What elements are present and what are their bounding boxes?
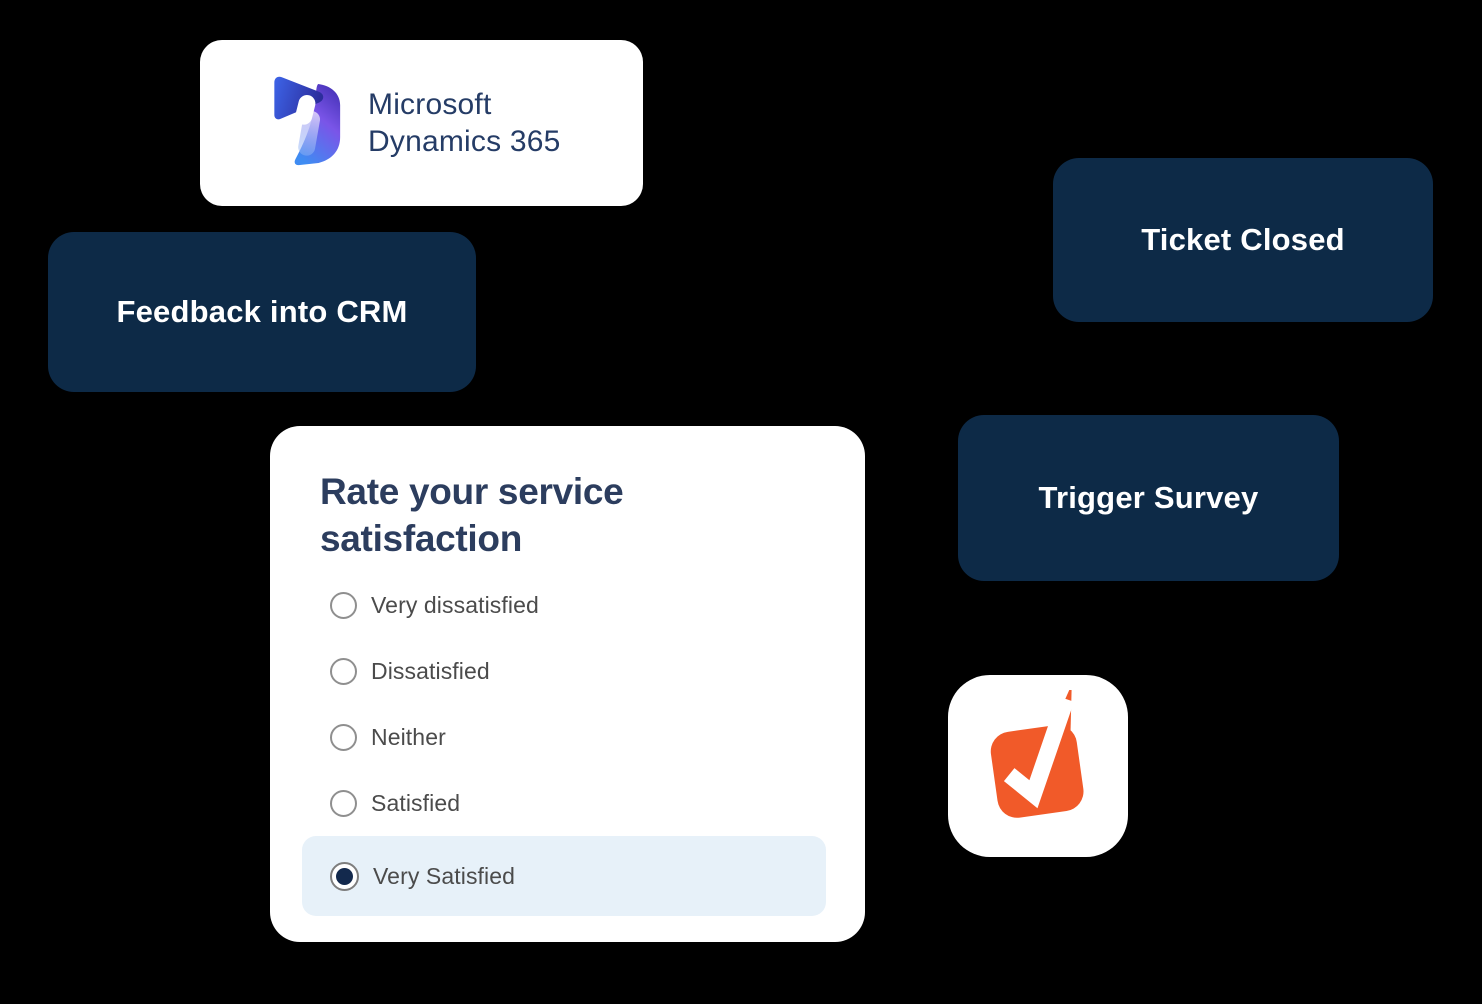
radio-button-icon[interactable] <box>330 657 357 685</box>
survey-tool-brand-card <box>948 675 1128 857</box>
dynamics-wordmark-line1: Microsoft <box>368 88 492 121</box>
check-square-icon <box>990 690 1084 818</box>
survey-options-list: Very dissatisfied Dissatisfied Neither S… <box>302 572 826 916</box>
survey-option-very-dissatisfied[interactable]: Very dissatisfied <box>302 572 826 638</box>
survey-title: Rate your service satisfaction <box>320 468 826 562</box>
radio-button-icon[interactable] <box>330 591 357 619</box>
trigger-survey-label: Trigger Survey <box>1038 480 1259 515</box>
survey-option-label: Satisfied <box>371 789 461 816</box>
dynamics-365-icon <box>274 76 341 166</box>
radio-dot <box>336 867 353 885</box>
survey-option-satisfied[interactable]: Satisfied <box>302 770 826 836</box>
survey-option-dissatisfied[interactable]: Dissatisfied <box>302 638 826 704</box>
survey-option-label: Neither <box>371 723 446 750</box>
radio-button-selected-icon[interactable] <box>330 861 359 891</box>
survey-option-label: Very Satisfied <box>373 862 516 889</box>
survey-option-very-satisfied-selected[interactable]: Very Satisfied <box>302 836 826 916</box>
survey-title-line2: satisfaction <box>320 518 523 559</box>
survey-option-neither[interactable]: Neither <box>302 704 826 770</box>
survey-title-line1: Rate your service <box>320 471 624 512</box>
survey-card: Rate your service satisfaction Very diss… <box>270 426 865 942</box>
ticket-closed-label: Ticket Closed <box>1141 222 1345 257</box>
feedback-into-crm-label: Feedback into CRM <box>116 294 408 329</box>
trigger-survey-badge: Trigger Survey <box>958 415 1339 581</box>
feedback-into-crm-badge: Feedback into CRM <box>48 232 476 392</box>
dynamics-365-card: Microsoft Dynamics 365 <box>200 40 643 206</box>
ticket-closed-badge: Ticket Closed <box>1053 158 1433 322</box>
survey-option-label: Very dissatisfied <box>371 591 539 618</box>
dynamics-wordmark-line2: Dynamics 365 <box>368 125 561 158</box>
radio-button-icon[interactable] <box>330 789 357 817</box>
dynamics-365-wordmark: Microsoft Dynamics 365 <box>368 86 560 160</box>
survey-option-label: Dissatisfied <box>371 657 490 684</box>
radio-button-icon[interactable] <box>330 723 357 751</box>
